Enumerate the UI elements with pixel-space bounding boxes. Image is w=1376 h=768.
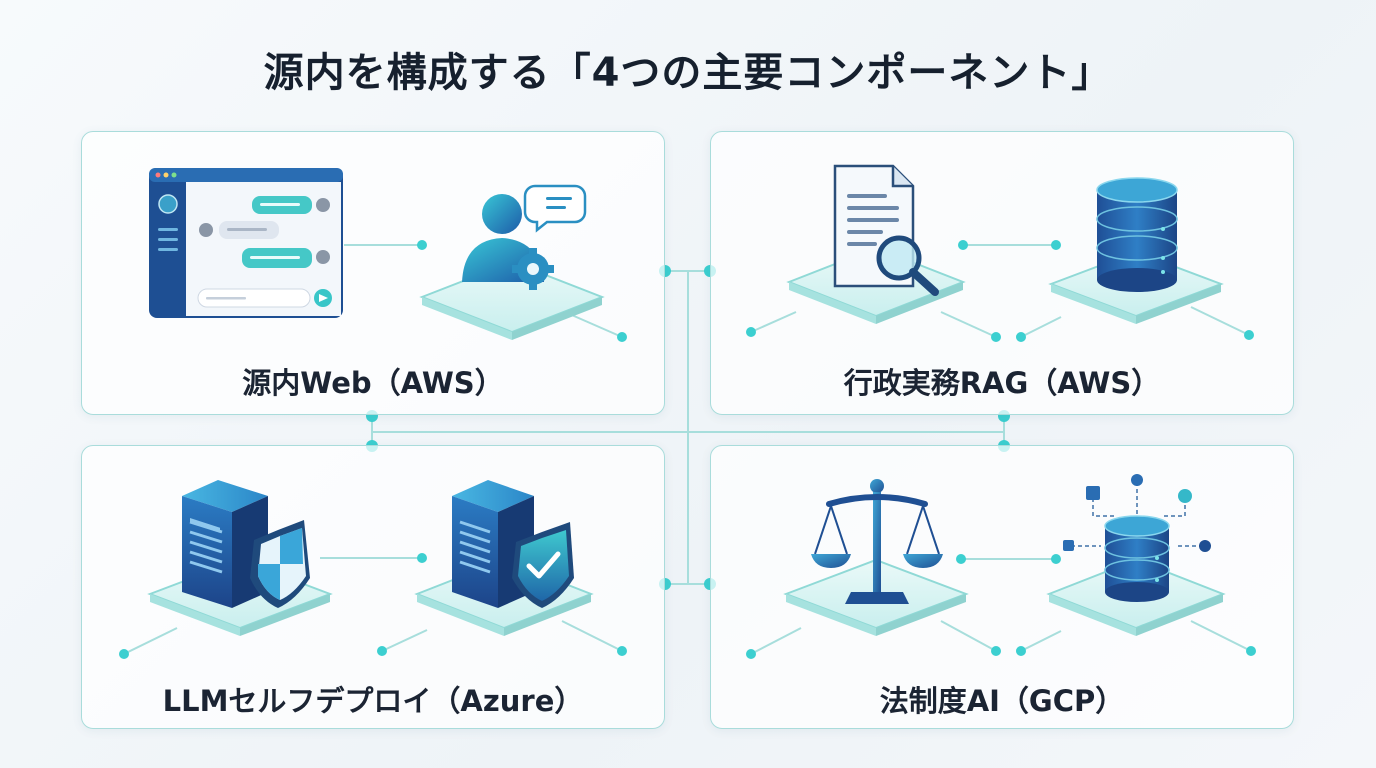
component-label: 源内Web（AWS）: [242, 366, 504, 400]
page-title: 源内を構成する「4つの主要コンポーネント」: [263, 50, 1113, 96]
component-card-llm-self-deploy: LLMセルフデプロイ（Azure）: [81, 445, 665, 729]
component-label: 行政実務RAG（AWS）: [843, 366, 1161, 400]
document-search-icon: [786, 164, 966, 324]
user-settings-icon: [419, 184, 605, 340]
component-card-admin-rag: 行政実務RAG（AWS）: [710, 131, 1294, 415]
database-icon: [1048, 177, 1224, 324]
component-label: LLMセルフデプロイ（Azure）: [162, 684, 584, 718]
scales-of-justice-icon: [783, 479, 969, 636]
component-label: 法制度AI（GCP）: [879, 684, 1125, 718]
data-network-icon: [1046, 474, 1226, 636]
secure-server-icon: [147, 480, 333, 636]
verified-server-icon: [414, 480, 594, 636]
chat-window-icon: [149, 168, 343, 318]
component-card-genai-web: 源内Web（AWS）: [81, 131, 665, 415]
component-card-legal-ai: 法制度AI（GCP）: [710, 445, 1294, 729]
